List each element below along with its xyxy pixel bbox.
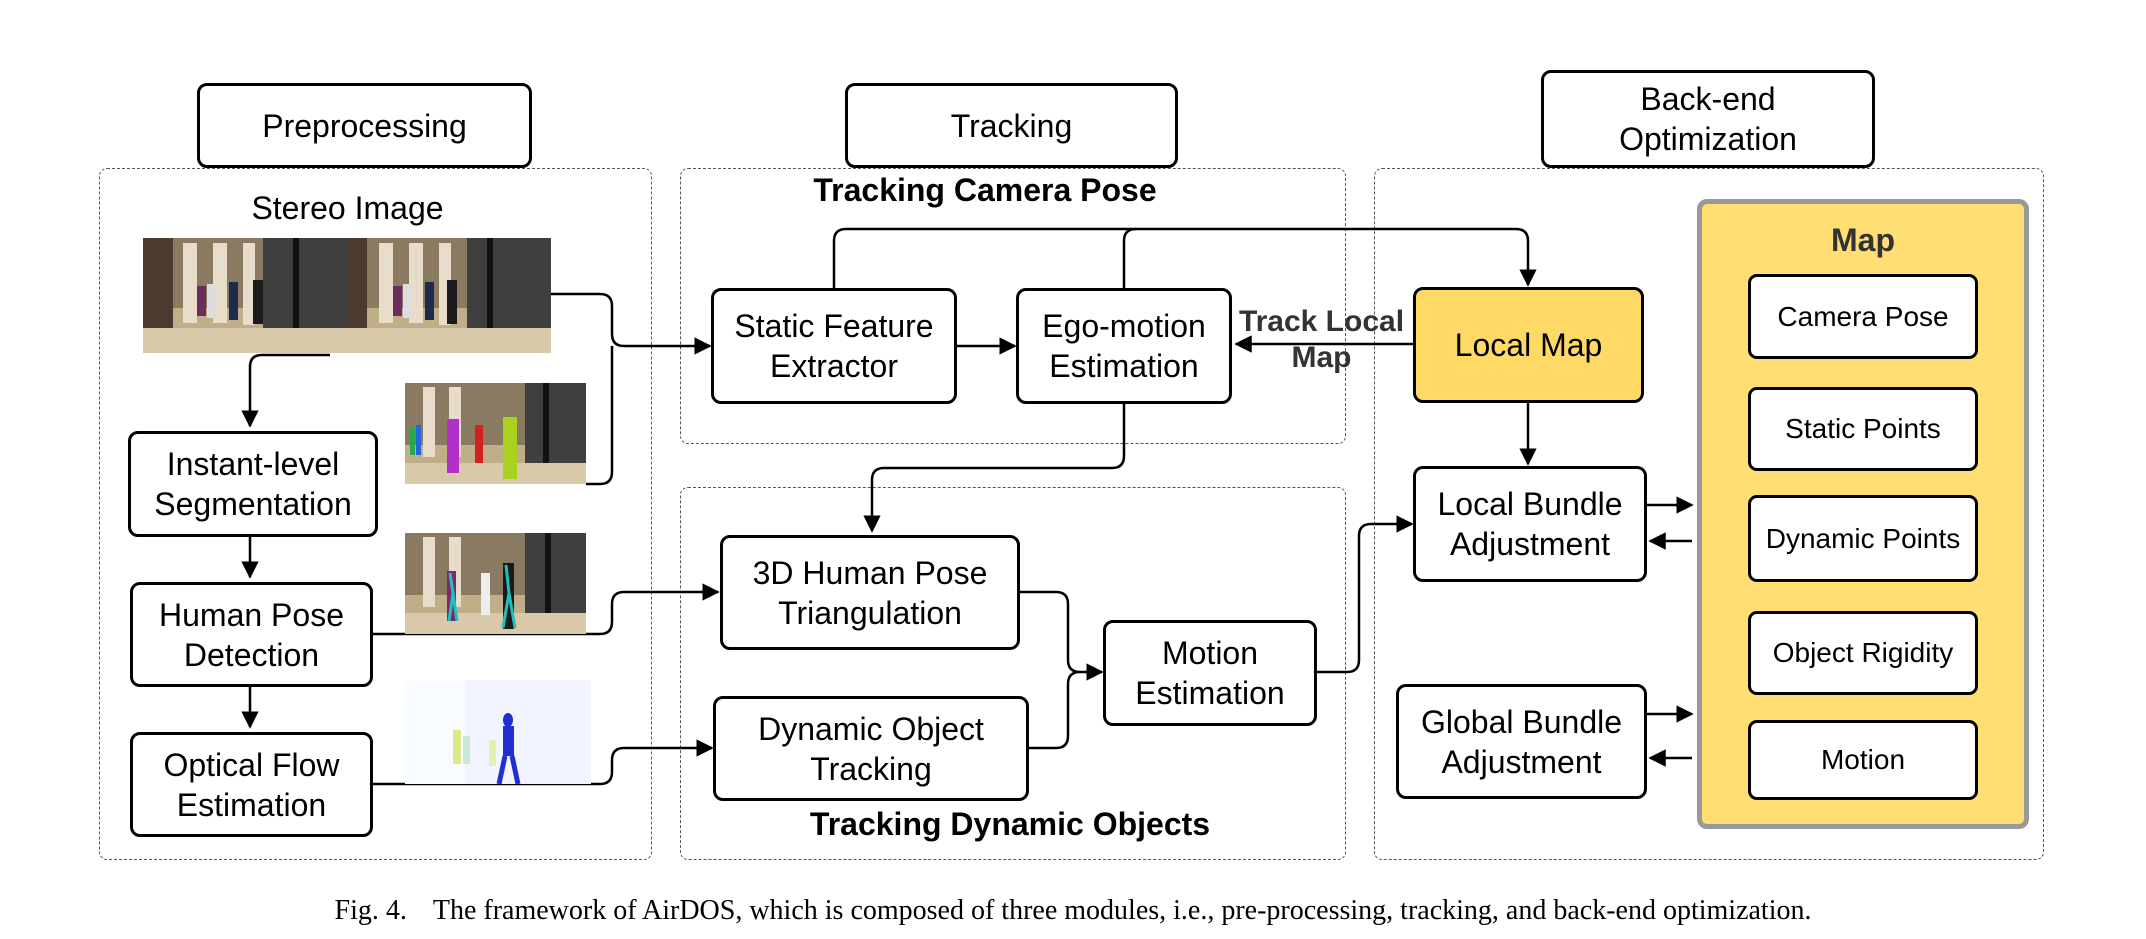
ego-motion-estimation-box: Ego-motion Estimation (1016, 288, 1232, 404)
global-bundle-adjustment-box: Global Bundle Adjustment (1396, 684, 1647, 799)
human-pose-triangulation-box: 3D Human Pose Triangulation (720, 535, 1020, 650)
optical-flow-image (405, 680, 591, 784)
tracking-dynamic-objects-panel (680, 487, 1346, 860)
backend-header: Back-end Optimization (1541, 70, 1875, 168)
dynamic-object-tracking-box: Dynamic Object Tracking (713, 696, 1029, 801)
human-pose-image (405, 533, 586, 634)
instance-segmentation-box: Instant-level Segmentation (128, 431, 378, 537)
map-item-camera-pose: Camera Pose (1748, 274, 1978, 359)
stereo-image-title: Stereo Image (251, 190, 444, 226)
stereo-right-image (347, 238, 551, 353)
optical-flow-estimation-box: Optical Flow Estimation (130, 732, 373, 837)
figure-caption: Fig. 4. The framework of AirDOS, which is… (0, 895, 2146, 927)
local-map-box: Local Map (1413, 287, 1644, 403)
tracking-header: Tracking (845, 83, 1178, 168)
tracking-camera-pose-title: Tracking Camera Pose (813, 172, 1157, 208)
preprocessing-header: Preprocessing (197, 83, 532, 168)
map-item-static-points: Static Points (1748, 387, 1978, 471)
local-bundle-adjustment-box: Local Bundle Adjustment (1413, 466, 1647, 582)
map-item-object-rigidity: Object Rigidity (1748, 611, 1978, 695)
stereo-image (143, 238, 551, 353)
tracking-camera-pose-panel (680, 168, 1346, 444)
stereo-left-image (143, 238, 347, 353)
figure-caption-label: Fig. 4. (334, 895, 407, 926)
figure-caption-text: The framework of AirDOS, which is compos… (432, 895, 1812, 926)
map-item-motion: Motion (1748, 720, 1978, 800)
backend-panel (1374, 168, 2044, 860)
static-feature-extractor-box: Static Feature Extractor (711, 288, 957, 404)
motion-estimation-box: Motion Estimation (1103, 620, 1317, 726)
preprocessing-panel (99, 168, 652, 860)
tracking-dynamic-objects-title: Tracking Dynamic Objects (809, 806, 1211, 842)
segmentation-image (405, 383, 586, 484)
human-pose-detection-box: Human Pose Detection (130, 582, 373, 687)
map-item-dynamic-points: Dynamic Points (1748, 495, 1978, 582)
track-local-map-label: Track Local Map (1238, 305, 1405, 374)
map-title: Map (1831, 222, 1895, 258)
